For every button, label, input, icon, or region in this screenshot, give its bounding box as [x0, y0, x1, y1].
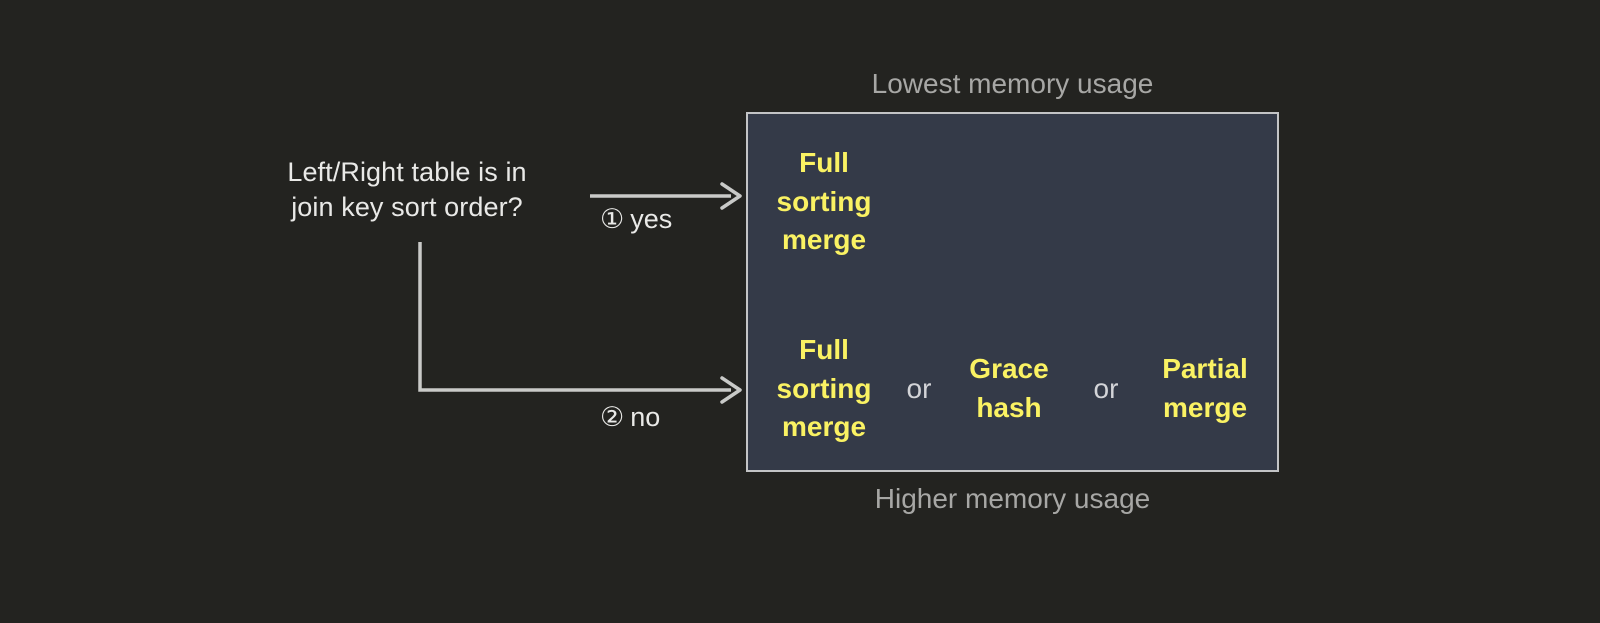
option-separator-2: or [1093, 373, 1119, 404]
option-separator-1: or [906, 373, 932, 404]
branch-marker-1-icon: ① [600, 204, 625, 235]
option-partial-merge: Partial merge [1162, 353, 1248, 423]
connector-yes-arrow [590, 182, 742, 210]
join-algorithm-options-panel: Full sorting merge Full sorting merge or… [746, 112, 1279, 472]
option-row-sorted: Full sorting merge [748, 132, 1277, 272]
branch-marker-2-icon: ② [600, 402, 625, 433]
caption-lowest-memory-usage: Lowest memory usage [871, 68, 1154, 99]
decision-question-text: Left/Right table is in join key sort ord… [287, 157, 527, 222]
option-row-unsorted: Full sorting merge or Grace hash or Part… [748, 319, 1277, 459]
option-grace-hash: Grace hash [969, 353, 1049, 423]
connector-no-arrow [418, 242, 742, 404]
branch-text-no: no [630, 402, 661, 432]
option-full-sorting-merge-unsorted: Full sorting merge [776, 334, 872, 443]
caption-higher-memory-usage: Higher memory usage [874, 483, 1151, 514]
option-full-sorting-merge-sorted: Full sorting merge [776, 147, 872, 256]
branch-text-yes: yes [630, 204, 673, 234]
